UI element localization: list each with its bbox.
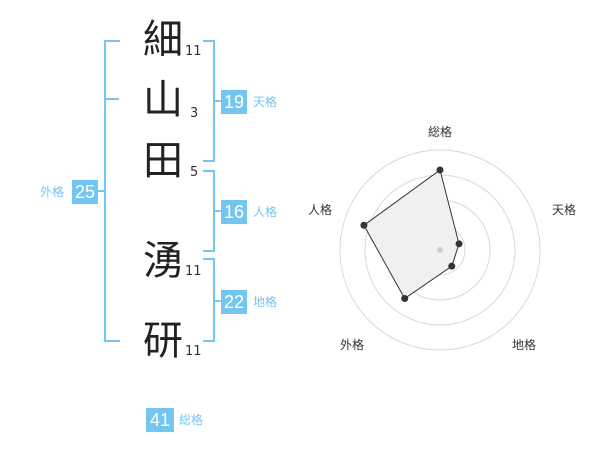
radar-label-chikaku: 地格 [512, 338, 537, 352]
radar-ring [339, 149, 541, 351]
radar-point-1 [455, 240, 463, 248]
stroke-count-4: 11 [185, 264, 202, 279]
jinkaku-connector [214, 210, 222, 212]
stroke-count-3: 5 [190, 165, 199, 180]
radar-chart [339, 149, 541, 351]
gaikaku-score: 25 [72, 180, 98, 204]
radar-label-soukaku: 総格 [428, 125, 453, 139]
name-char-5: 研 [143, 318, 183, 364]
gaikaku-bracket [104, 40, 120, 342]
soukaku-score: 41 [146, 408, 174, 432]
stroke-count-1: 11 [185, 44, 202, 59]
name-char-1: 細 [143, 17, 183, 63]
name-char-3: 田 [143, 138, 183, 184]
radar-points [360, 166, 463, 303]
stroke-count-5: 11 [185, 344, 202, 359]
name-char-4: 湧 [143, 238, 183, 284]
stroke-count-2: 3 [190, 106, 199, 121]
radar-label-gaikaku: 外格 [340, 338, 365, 352]
tenkaku-label: 天格 [253, 95, 278, 109]
radar-point-0 [436, 166, 444, 174]
radar-polygon [363, 169, 460, 300]
radar-point-2 [448, 262, 456, 270]
chikaku-connector [214, 300, 222, 302]
jinkaku-score: 16 [221, 200, 247, 224]
radar-point-3 [401, 295, 409, 303]
chikaku-label: 地格 [253, 295, 278, 309]
name-char-2: 山 [143, 77, 183, 123]
radar-center-dot [437, 247, 443, 253]
tenkaku-score: 19 [221, 90, 247, 114]
jinkaku-label: 人格 [253, 205, 278, 219]
radar-point-4 [360, 221, 368, 229]
radar-label-jinkaku: 人格 [308, 203, 333, 217]
tenkaku-connector [214, 100, 222, 102]
soukaku-label: 総格 [179, 413, 204, 427]
gaikaku-bracket-tick [105, 98, 119, 100]
radar-label-tenkaku: 天格 [552, 203, 577, 217]
gaikaku-label: 外格 [40, 185, 65, 199]
gaikaku-connector [96, 190, 104, 192]
chikaku-score: 22 [221, 290, 247, 314]
